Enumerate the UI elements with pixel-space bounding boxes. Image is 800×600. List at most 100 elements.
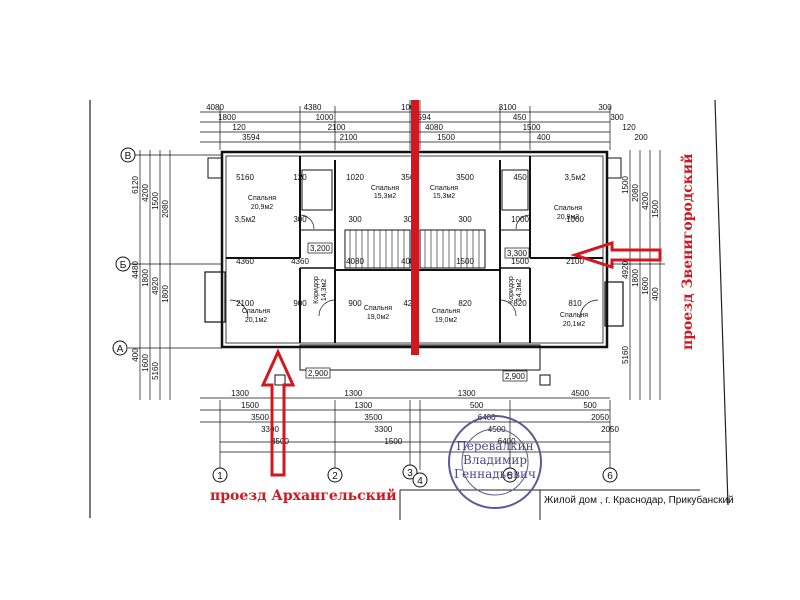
dimension-text: 300 bbox=[348, 215, 362, 224]
dimension-text: 4920 bbox=[621, 261, 630, 279]
dimension-text: 4080 bbox=[346, 257, 364, 266]
dimension-text: 2080 bbox=[161, 200, 170, 218]
axis-label-6: 6 bbox=[607, 471, 613, 482]
title-block-text: Жилой дом , г. Краснодар, Прикубанский bbox=[544, 494, 734, 506]
dimension-text: 1500 bbox=[621, 176, 630, 194]
dimension-text: 5160 bbox=[621, 346, 630, 364]
dimension-text: 2100 bbox=[236, 299, 254, 308]
axis-labels: В Б А 1 2 3 4 5 6 bbox=[117, 151, 614, 487]
dimension-text: 1500 bbox=[241, 401, 259, 410]
dimension-text: 400 bbox=[651, 287, 660, 301]
dimension-text: 500 bbox=[470, 401, 484, 410]
dimension-text: 2080 bbox=[631, 184, 640, 202]
dimension-text: 1300 bbox=[231, 389, 249, 398]
dimension-text: 1800 bbox=[161, 285, 170, 303]
axis-bubble-6 bbox=[602, 467, 618, 483]
room-name: Спальня bbox=[430, 185, 458, 192]
stamp-name-line: Перевалкин bbox=[456, 439, 533, 453]
dimension-text: 2100 bbox=[340, 133, 358, 142]
dimension-text: 4380 bbox=[304, 103, 322, 112]
dimension-text: 2050 bbox=[601, 425, 619, 434]
seal-stamp: Перевалкин Владимир Геннадьевич bbox=[448, 415, 542, 509]
dimension-text: 1020 bbox=[346, 173, 364, 182]
axis-bubble-b bbox=[115, 256, 131, 272]
axis-label-5: 5 bbox=[507, 471, 513, 482]
dimension-text: 1600 bbox=[141, 354, 150, 372]
dimension-text: 4200 bbox=[141, 184, 150, 202]
corridor-name: Коридор bbox=[508, 276, 515, 304]
dimension-text: 300 bbox=[610, 113, 624, 122]
axis-bubble-v bbox=[120, 147, 136, 163]
dimension-text: 2100 bbox=[566, 257, 584, 266]
room-name: Спальня bbox=[371, 185, 399, 192]
stamp-name-line: Геннадьевич bbox=[454, 467, 536, 481]
dimension-text: 1300 bbox=[354, 401, 372, 410]
dimension-text: 3,5м2 bbox=[234, 215, 256, 224]
level-mark: 3,300 bbox=[507, 249, 528, 258]
dimension-text: 2100 bbox=[328, 123, 346, 132]
axis-bubble-4 bbox=[412, 472, 428, 488]
dimension-text: 3100 bbox=[499, 103, 517, 112]
dimension-text: 300 bbox=[598, 103, 612, 112]
dimension-text: 1300 bbox=[458, 389, 476, 398]
axis-bubbles bbox=[112, 147, 618, 488]
dimension-text: 4500 bbox=[571, 389, 589, 398]
dimension-text: 3300 bbox=[261, 425, 279, 434]
dimension-text: 5160 bbox=[151, 362, 160, 380]
level-mark: 2,900 bbox=[505, 372, 526, 381]
room-area: 20,1м2 bbox=[563, 321, 585, 328]
dimension-text: 900 bbox=[348, 299, 362, 308]
dimension-text: 200 bbox=[634, 133, 648, 142]
dimension-text: 1800 bbox=[141, 269, 150, 287]
dimension-text: 400 bbox=[131, 348, 140, 362]
dimension-text: 300 bbox=[458, 215, 472, 224]
dimension-text: 810 bbox=[568, 299, 582, 308]
dimension-text: 300 bbox=[403, 215, 417, 224]
room-area: 15,3м2 bbox=[433, 193, 455, 200]
axis-label-b: Б bbox=[120, 260, 127, 271]
axis-bubble-1 bbox=[212, 467, 228, 483]
dimension-text: 3300 bbox=[374, 425, 392, 434]
dimension-text: 1500 bbox=[651, 200, 660, 218]
dimension-text: 300 bbox=[293, 215, 307, 224]
room-name: Спальня bbox=[248, 195, 276, 202]
room-name: Спальня bbox=[560, 312, 588, 319]
dimension-text: 4480 bbox=[131, 261, 140, 279]
dimension-text: 1800 bbox=[631, 269, 640, 287]
dimension-text: 3500 bbox=[364, 413, 382, 422]
axis-label-2: 2 bbox=[332, 471, 338, 482]
dimensions-bottom: 1300150035003300350013001300350033001500… bbox=[231, 389, 619, 446]
room-name: Спальня bbox=[242, 308, 270, 315]
dimension-text: 3500 bbox=[271, 437, 289, 446]
dimension-text: 820 bbox=[458, 299, 472, 308]
dimension-text: 1500 bbox=[523, 123, 541, 132]
room-name: Спальня bbox=[364, 305, 392, 312]
door-swings bbox=[229, 214, 599, 319]
arrow-up-icon bbox=[260, 348, 296, 477]
dimension-text: 1500 bbox=[437, 133, 455, 142]
dimension-text: 1500 bbox=[384, 437, 402, 446]
dimension-text: 450 bbox=[513, 113, 527, 122]
axis-bubble-3 bbox=[402, 464, 418, 480]
corridor-name: Коридор bbox=[313, 276, 320, 304]
dimension-text: 500 bbox=[583, 401, 597, 410]
axis-bubble-5 bbox=[502, 467, 518, 483]
dimension-text: 120 bbox=[622, 123, 636, 132]
room-name: Спальня bbox=[554, 205, 582, 212]
axis-label-4: 4 bbox=[417, 476, 423, 487]
room-area: 15,3м2 bbox=[374, 193, 396, 200]
dimension-text: 4080 bbox=[206, 103, 224, 112]
corridor-area: 14,3м2 bbox=[321, 279, 328, 301]
dimension-text: 3594 bbox=[413, 113, 431, 122]
dimension-lines bbox=[128, 100, 665, 470]
street-label-right: проезд Звенигородский bbox=[679, 153, 696, 350]
dimension-text: 4200 bbox=[641, 192, 650, 210]
dimension-text: 1500 bbox=[456, 257, 474, 266]
dimension-text: 1500 bbox=[151, 192, 160, 210]
dimension-text: 1000 bbox=[401, 103, 419, 112]
dimension-text: 900 bbox=[293, 299, 307, 308]
axis-bubble-a bbox=[112, 340, 128, 356]
dimension-text: 4080 bbox=[401, 257, 419, 266]
